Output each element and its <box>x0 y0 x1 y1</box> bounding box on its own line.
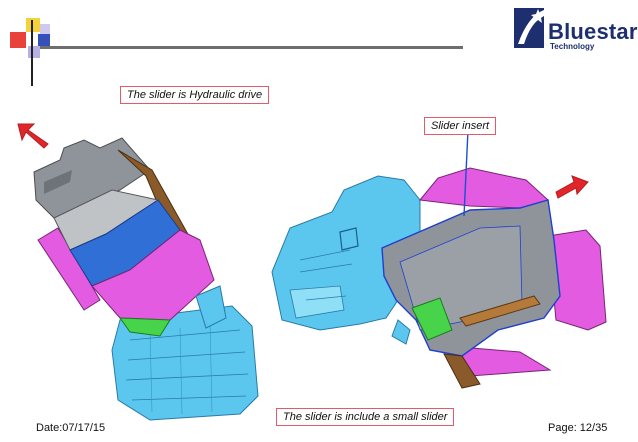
callout-hydraulic-drive: The slider is Hydraulic drive <box>120 86 270 104</box>
header-rule <box>40 46 463 49</box>
callout-small-slider: The slider is include a small slider <box>276 408 455 426</box>
brand-name: Bluestar <box>548 19 638 44</box>
deco-square-blue <box>38 34 50 46</box>
left-slider-assembly <box>33 137 259 421</box>
footer-page-number: Page: 12/35 <box>548 422 608 434</box>
brand-tagline: Technology <box>550 42 595 51</box>
bluestar-logo-icon <box>514 8 545 48</box>
deco-square-red <box>10 32 26 48</box>
deco-square-yellow <box>26 18 40 32</box>
right-slider-assembly <box>271 129 607 389</box>
callout-slider-insert: Slider insert <box>424 117 497 135</box>
arrow-right-icon <box>555 175 589 199</box>
arrow-up-left-icon <box>17 123 49 149</box>
footer-date: Date:07/17/15 <box>36 422 106 434</box>
deco-square-lilac-2 <box>40 24 50 34</box>
deco-vertical-line <box>31 20 33 86</box>
